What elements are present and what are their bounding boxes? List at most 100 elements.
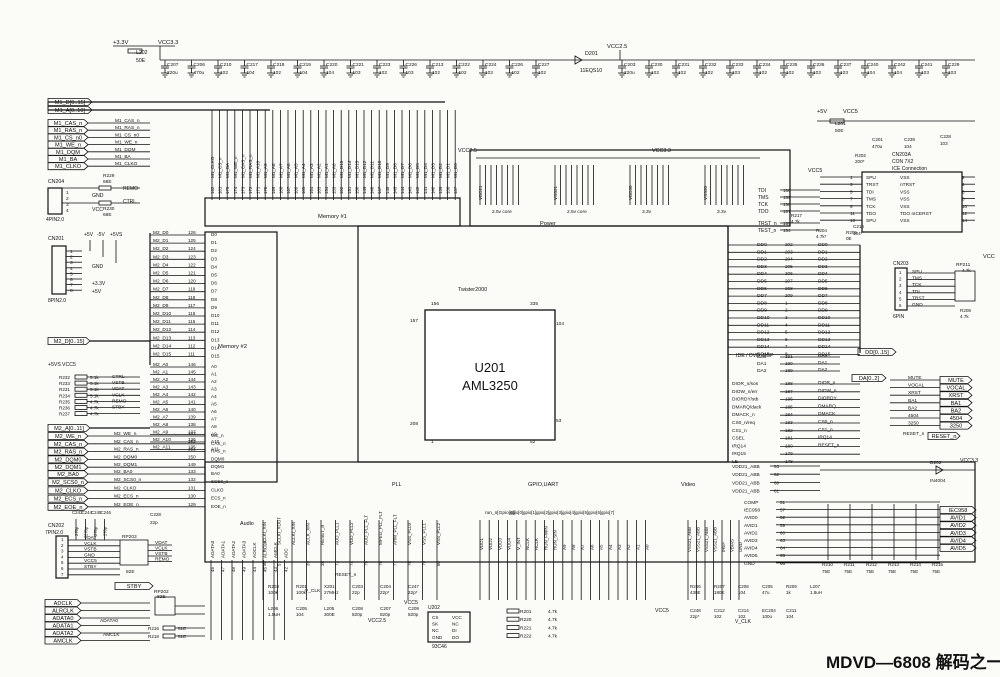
m2-pin-label: D0 xyxy=(211,232,217,237)
label: M2_ECS_n xyxy=(54,497,83,503)
label: +5VS xyxy=(110,232,123,238)
label: U202 xyxy=(428,605,440,611)
pin-number: 163 xyxy=(316,186,321,194)
label: 4 xyxy=(899,290,902,295)
label: VSTB xyxy=(84,547,97,553)
dd-pin: DD11 xyxy=(757,322,769,328)
ice-left-pin: TCK xyxy=(866,204,876,210)
pin-number: 52 xyxy=(780,515,786,520)
m1-pin-label: M1_A7 xyxy=(278,163,283,178)
pin-number: 5 xyxy=(785,330,788,335)
dd-pin: DD14 xyxy=(757,344,770,350)
video-part-val: 102 xyxy=(714,614,722,619)
net-label: M1_RAS_n xyxy=(115,125,140,131)
video-pin: AVID0 xyxy=(744,515,758,521)
net-label: M1_CLKO xyxy=(115,161,138,167)
pll-part-ref: C247 xyxy=(408,584,419,589)
pll-part-ref: C207 xyxy=(380,606,391,611)
label: DA2 xyxy=(818,367,828,373)
label: M2_A9 xyxy=(153,430,169,436)
label: M2_CAS_n xyxy=(54,442,83,448)
cap-ref: C235 xyxy=(786,62,798,68)
gpio-pin: A3 xyxy=(617,544,622,550)
port-audio xyxy=(44,614,82,622)
label: M2_A6 xyxy=(153,407,169,413)
pin-number: 123 xyxy=(188,254,196,259)
pin-number: 142 xyxy=(188,392,196,397)
label: C246 xyxy=(101,510,112,515)
port-ide-out xyxy=(939,414,973,422)
label: M1_RAS_n xyxy=(54,128,83,134)
cap-ref: C220 xyxy=(326,62,338,68)
m2-pin-label: D10 xyxy=(211,313,220,318)
u202-pin: NC xyxy=(432,628,439,633)
pin-number: 61 xyxy=(774,489,780,494)
pin-number: 131 xyxy=(188,485,196,490)
pin-number: 12 xyxy=(962,211,968,216)
label: C228 xyxy=(150,512,161,517)
pin-number: 166 xyxy=(294,186,299,194)
label: 1 xyxy=(66,190,69,196)
label: BA2 xyxy=(951,408,962,414)
pin-number: 137 xyxy=(453,186,458,194)
video-part-val: 1k xyxy=(786,590,792,595)
cap-value: 103 xyxy=(948,70,956,76)
video-r-val: 75E xyxy=(844,569,852,574)
port-video-out xyxy=(939,536,977,545)
label: CS0_n xyxy=(818,419,833,425)
gpio-pin: A5 xyxy=(599,544,604,550)
port-m2-ctrl xyxy=(47,439,89,448)
m2-data-net: M2_D5 xyxy=(153,271,169,277)
pin-number: 158 xyxy=(783,202,791,207)
label: M2_ECS_n xyxy=(114,494,139,500)
pin-number: 162 xyxy=(210,186,215,194)
label: SCS0_n xyxy=(211,479,229,484)
video-part-ref: R206 xyxy=(690,584,701,589)
resistor xyxy=(74,405,88,410)
cap-value: 102 xyxy=(813,70,821,76)
video-part-ref: C208 xyxy=(738,584,749,589)
label: 4 xyxy=(66,208,69,214)
ice-connector-cn203a xyxy=(861,171,963,233)
label: 7 xyxy=(70,283,73,289)
label: 50E xyxy=(835,128,844,134)
pin-number: 146 xyxy=(188,362,196,367)
dd-pin: DD2 xyxy=(757,257,767,263)
label: 1 xyxy=(899,270,902,275)
label: ADATA2 xyxy=(53,631,74,637)
dd-net: DD7 xyxy=(818,293,828,299)
resistor xyxy=(98,200,112,206)
label: M2_D[0..15] xyxy=(54,339,85,345)
power-group-sub: 2.5v core xyxy=(567,209,587,215)
video-pin: COMP xyxy=(744,500,758,506)
label: M2_A1 xyxy=(153,370,169,376)
port-stby xyxy=(114,582,154,590)
pin-number: 144 xyxy=(400,186,405,194)
pin-number: 143 xyxy=(188,385,196,390)
eeprom-u202 xyxy=(427,611,471,643)
m1-pin-label: M1_D9 xyxy=(385,163,390,178)
ide-ctrl-pin: CS0_n/req xyxy=(732,420,755,426)
pin-number: 203 xyxy=(785,249,793,254)
m2-pin-label: D6 xyxy=(211,281,217,286)
label: M2_BA0 xyxy=(57,472,78,478)
label: C243 xyxy=(72,510,83,515)
label: M2_A4 xyxy=(153,392,169,398)
label: VDAT xyxy=(112,386,125,392)
video-part-ref: C214 xyxy=(738,608,749,613)
dd-net: DD11 xyxy=(818,322,830,328)
net-label: M1_BA xyxy=(115,154,132,160)
resistor xyxy=(162,625,176,631)
pin-number: 153 xyxy=(188,431,196,436)
ide-ctrl-pin: IRQ15 xyxy=(732,451,746,457)
label: R229 xyxy=(103,173,115,179)
m1-pin-label: M1_RAS_n xyxy=(248,154,253,178)
video-pin: AVID2 xyxy=(744,530,758,536)
u202-pin: CS xyxy=(432,615,438,620)
label: L201 xyxy=(835,121,846,127)
pin-number: 132 xyxy=(188,477,196,482)
label: M2_A3 xyxy=(153,385,169,391)
ide-ctrl-pin: LE xyxy=(732,459,738,465)
connector-cn204 xyxy=(47,187,63,215)
label: ADATA0 xyxy=(100,618,118,624)
